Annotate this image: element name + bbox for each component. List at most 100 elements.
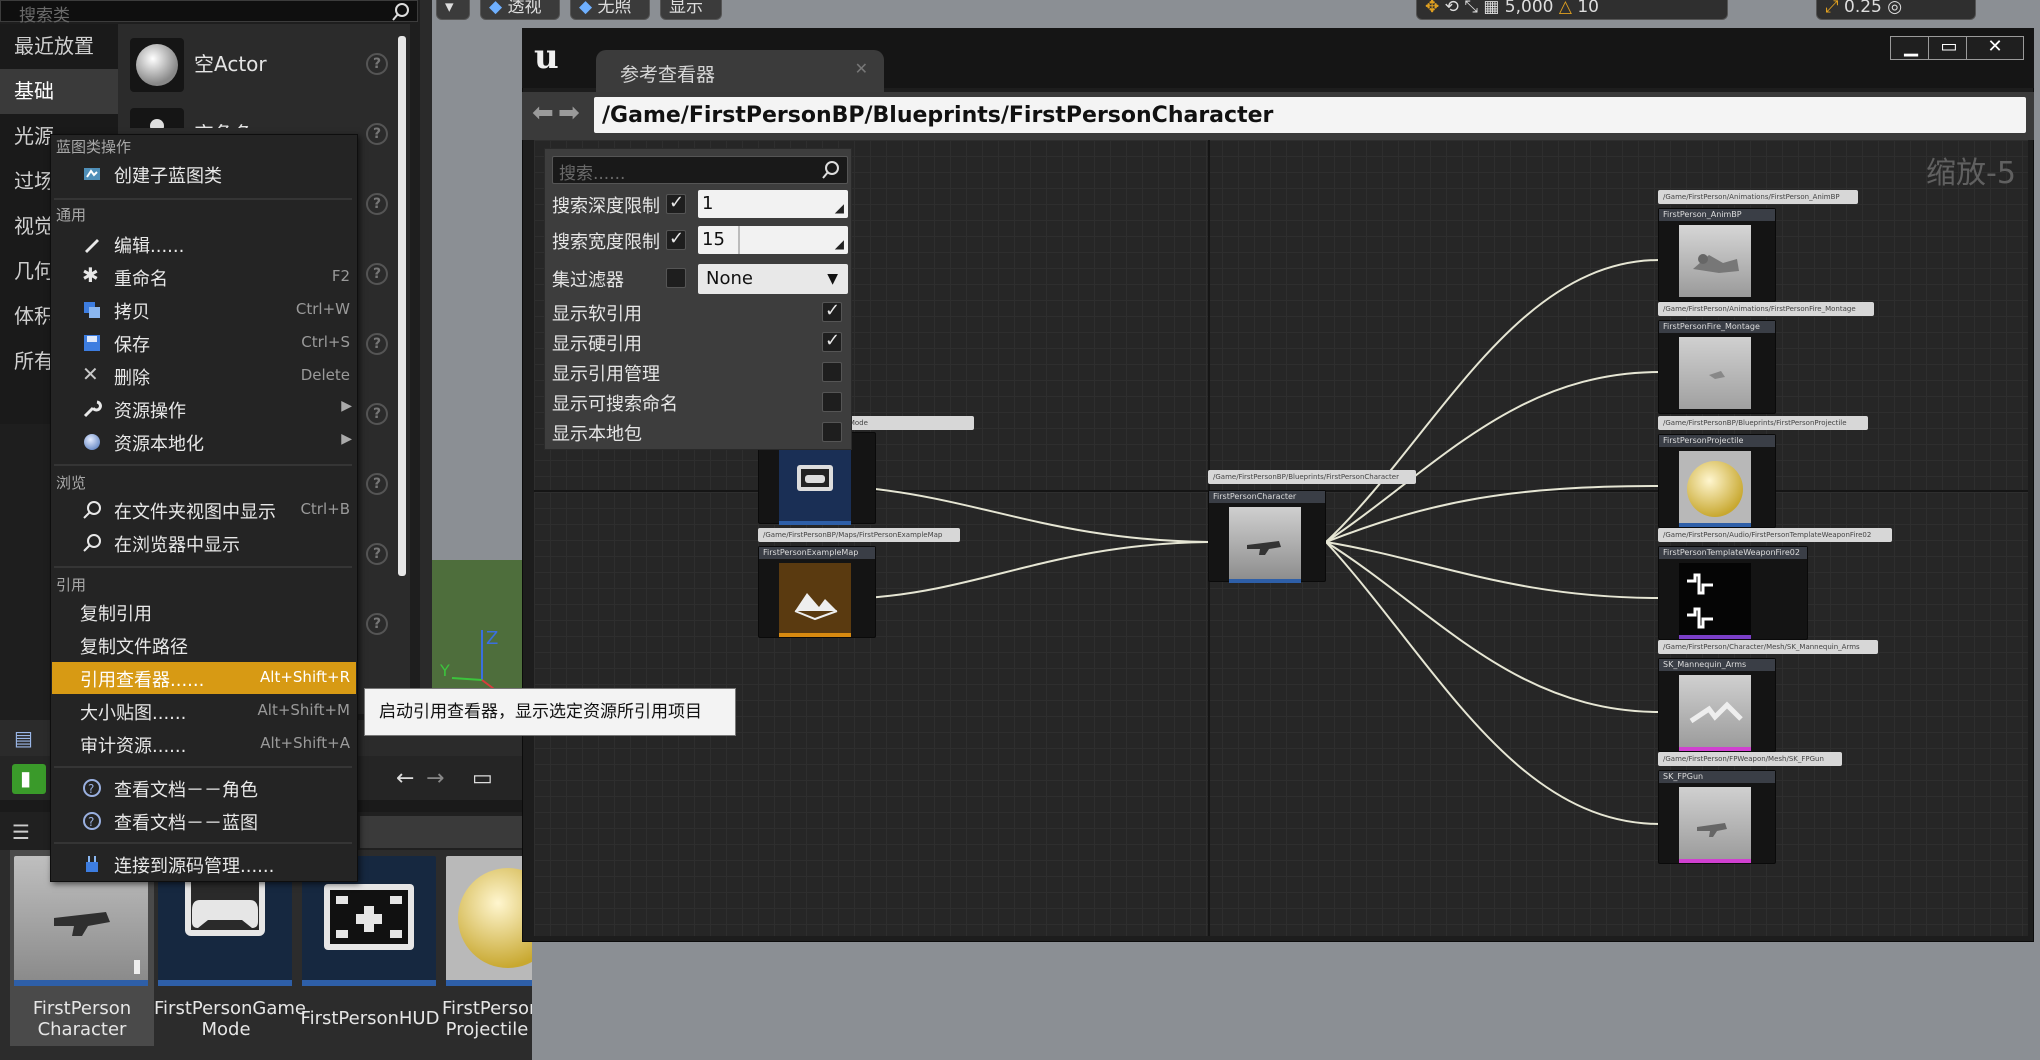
- menu-item-create-child-blueprint[interactable]: 创建子蓝图类: [52, 158, 356, 190]
- show-management-references-label: 显示引用管理: [552, 364, 660, 385]
- menu-item-audit-assets[interactable]: 审计资源...... Alt+Shift+A: [52, 728, 356, 760]
- menu-separator: [54, 198, 352, 200]
- grid-snap-icon[interactable]: ▦: [1483, 0, 1500, 17]
- node-weapon-fire-sound[interactable]: FirstPersonTemplateWeaponFire02: [1658, 546, 1808, 640]
- move-icon[interactable]: ✥: [1425, 0, 1440, 17]
- help-icon[interactable]: ?: [366, 543, 388, 565]
- node-first-person-anim-bp[interactable]: FirstPerson_AnimBP: [1658, 208, 1776, 302]
- place-actors-search[interactable]: 搜索类: [0, 0, 418, 26]
- category-basic[interactable]: 基础: [0, 69, 118, 114]
- tab-reference-viewer[interactable]: 参考查看器 ✕: [596, 50, 884, 92]
- category-recent[interactable]: 最近放置: [0, 24, 118, 69]
- menu-item-delete[interactable]: ✕ 删除 Delete: [52, 360, 356, 392]
- collection-filter-select[interactable]: None▼: [698, 264, 848, 294]
- maximize-button[interactable]: ▭: [1928, 36, 1970, 60]
- node-first-person-projectile[interactable]: FirstPersonProjectile: [1658, 434, 1776, 528]
- place-item-empty-character[interactable]: 空角色: [118, 98, 408, 128]
- menu-item-size-map[interactable]: 大小贴图...... Alt+Shift+M: [52, 695, 356, 727]
- content-search-box[interactable]: [360, 816, 532, 848]
- menu-item-asset-localization[interactable]: 资源本地化 ▶: [52, 426, 356, 458]
- folder-icon[interactable]: ▭: [472, 766, 493, 791]
- filters-icon[interactable]: ☰: [12, 820, 30, 844]
- scale-value[interactable]: 0.25: [1844, 0, 1882, 17]
- node-title: SK_Mannequin_Arms: [1659, 659, 1775, 671]
- lighting-mode-button[interactable]: ◆ 无照: [570, 0, 650, 20]
- resize-grip-icon[interactable]: ◢: [834, 237, 844, 251]
- back-arrow-icon[interactable]: ⬅: [532, 98, 554, 128]
- node-first-person-character[interactable]: FirstPersonCharacter: [1208, 490, 1326, 583]
- scale-icon[interactable]: ⤡: [1464, 0, 1478, 17]
- asset-name: FirstPerson Projectile: [442, 998, 532, 1040]
- rotate-icon[interactable]: ⟲: [1444, 0, 1459, 17]
- resize-grip-icon[interactable]: ◢: [834, 201, 844, 215]
- place-list-scrollbar[interactable]: [398, 36, 406, 576]
- menu-item-asset-actions[interactable]: 资源操作 ▶: [52, 393, 356, 425]
- perspective-button[interactable]: ◆ 透视: [480, 0, 560, 20]
- node-path-label: /Game/FirstPerson/Audio/FirstPersonTempl…: [1658, 528, 1892, 542]
- help-icon[interactable]: ?: [366, 193, 388, 215]
- show-hard-references-checkbox[interactable]: [822, 330, 842, 352]
- help-icon[interactable]: ?: [366, 123, 388, 145]
- node-sk-fp-gun[interactable]: SK_FPGun: [1658, 770, 1776, 864]
- help-icon[interactable]: ?: [366, 333, 388, 355]
- viewport-options-button[interactable]: ▾: [436, 0, 470, 20]
- node-sk-mannequin-arms[interactable]: SK_Mannequin_Arms: [1658, 658, 1776, 752]
- help-icon[interactable]: ?: [366, 263, 388, 285]
- forward-arrow-icon[interactable]: ➡: [558, 98, 580, 128]
- forward-arrow-icon[interactable]: →: [426, 766, 445, 791]
- breadth-limit-input[interactable]: 15◢: [698, 226, 848, 254]
- menu-item-shortcut: Ctrl+B: [300, 500, 350, 518]
- depth-limit-checkbox[interactable]: [666, 192, 686, 214]
- close-window-button[interactable]: ✕: [1966, 36, 2024, 60]
- asset-path-input[interactable]: /Game/FirstPersonBP/Blueprints/FirstPers…: [594, 97, 2026, 133]
- angle-value[interactable]: 10: [1577, 0, 1599, 17]
- place-item-empty-actor[interactable]: 空Actor: [118, 28, 408, 98]
- asset-tile[interactable]: FirstPerson Projectile: [442, 850, 532, 1046]
- menu-item-save[interactable]: 保存 Ctrl+S: [52, 327, 356, 359]
- menu-item-edit[interactable]: 编辑......: [52, 228, 356, 260]
- help-icon[interactable]: ?: [366, 613, 388, 635]
- breadth-limit-checkbox[interactable]: [666, 228, 686, 250]
- camera-speed-icon[interactable]: ◎: [1887, 0, 1903, 17]
- node-first-person-fire-montage[interactable]: FirstPersonFire_Montage: [1658, 320, 1776, 414]
- show-soft-references-checkbox[interactable]: [822, 300, 842, 322]
- node-type-bar: [1679, 523, 1751, 527]
- search-placeholder: 搜索类: [19, 6, 70, 26]
- scale-snap-toolbar[interactable]: ⤢ 0.25 ◎: [1816, 0, 1976, 20]
- breadth-limit-label: 搜索宽度限制: [552, 232, 660, 253]
- menu-item-show-in-explorer[interactable]: 在浏览器中显示: [52, 527, 356, 559]
- asset-tile[interactable]: FirstPersonHUD: [298, 850, 442, 1046]
- menu-item-copy-file-path[interactable]: 复制文件路径: [52, 629, 356, 661]
- menu-item-connect-source-control[interactable]: 连接到源码管理......: [52, 848, 356, 880]
- scale-snap-icon[interactable]: ⤢: [1825, 0, 1839, 17]
- help-icon[interactable]: ?: [366, 473, 388, 495]
- node-path-label: /Game/FirstPerson/FPWeapon/Mesh/SK_FPGun: [1658, 752, 1842, 766]
- show-native-packages-checkbox[interactable]: [822, 422, 842, 442]
- menu-item-doc-character[interactable]: ? 查看文档－－角色: [52, 772, 356, 804]
- add-new-button[interactable]: ▮: [12, 764, 46, 794]
- filter-search-input[interactable]: 搜索......: [552, 156, 848, 184]
- menu-item-shortcut: Alt+Shift+A: [260, 734, 350, 752]
- grid-value[interactable]: 5,000: [1504, 0, 1554, 17]
- node-first-person-example-map[interactable]: FirstPersonExampleMap: [758, 546, 876, 638]
- asset-tile[interactable]: FirstPerson Character: [10, 850, 154, 1046]
- close-tab-icon[interactable]: ✕: [854, 59, 868, 78]
- help-icon[interactable]: ?: [366, 53, 388, 75]
- menu-item-reference-viewer[interactable]: 引用查看器...... Alt+Shift+R: [52, 662, 356, 694]
- menu-item-rename[interactable]: ✱ 重命名 F2: [52, 261, 356, 293]
- menu-item-show-in-folder-view[interactable]: 在文件夹视图中显示 Ctrl+B: [52, 494, 356, 526]
- menu-item-doc-blueprint[interactable]: ? 查看文档－－蓝图: [52, 805, 356, 837]
- help-icon[interactable]: ?: [366, 403, 388, 425]
- minimize-button[interactable]: ▁: [1890, 36, 1932, 60]
- back-arrow-icon[interactable]: ←: [396, 766, 415, 791]
- menu-item-copy-reference[interactable]: 复制引用: [52, 596, 356, 628]
- show-searchable-names-checkbox[interactable]: [822, 392, 842, 412]
- show-button[interactable]: 显示: [660, 0, 722, 20]
- collection-filter-checkbox[interactable]: [666, 268, 686, 288]
- show-management-references-checkbox[interactable]: [822, 362, 842, 382]
- menu-item-duplicate[interactable]: 拷贝 Ctrl+W: [52, 294, 356, 326]
- angle-snap-icon[interactable]: △: [1558, 0, 1572, 17]
- depth-limit-value: 1: [702, 193, 714, 214]
- viewport-transform-toolbar[interactable]: ✥ ⟲ ⤡ ▦ 5,000 △ 10: [1416, 0, 1728, 20]
- depth-limit-input[interactable]: 1◢: [698, 190, 848, 218]
